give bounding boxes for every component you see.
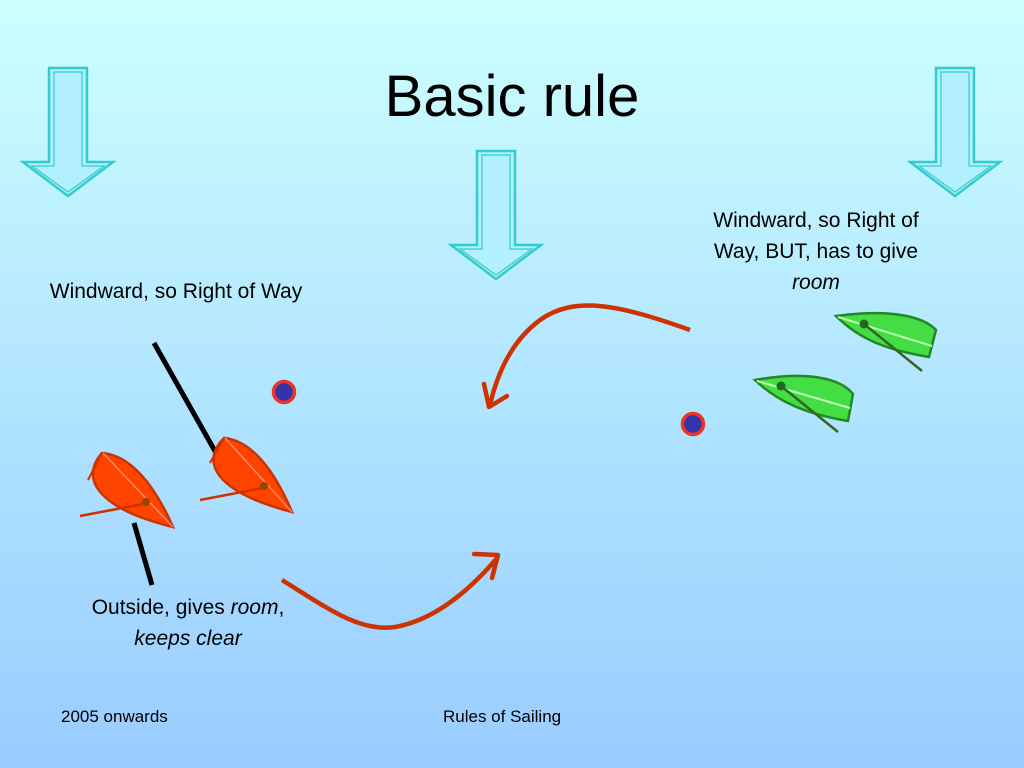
course-arrow-upper-icon: [481, 303, 691, 410]
course-arrow-lower-icon: [280, 551, 501, 630]
label-windward-text: Windward, so Right of Way: [49, 280, 303, 303]
green-boat-lower-icon: [752, 374, 855, 433]
label-room: room: [792, 271, 840, 294]
slide-title: Basic rule: [384, 64, 640, 129]
label-windward-right-of-way: Windward, so Right of Way: [46, 276, 306, 307]
mark-left-buoy: [271, 379, 297, 405]
green-boat-upper-icon: [833, 311, 938, 372]
red-boat-windward-icon: [199, 436, 295, 514]
label-outside-prefix: Outside, gives: [91, 596, 231, 619]
footer-title: Rules of Sailing: [443, 707, 562, 726]
label-line-2: Way, BUT, has to give: [713, 240, 919, 263]
pointer-line-windward: [151, 341, 223, 462]
label-outside-room: room: [230, 596, 279, 619]
mark-right-buoy: [680, 411, 706, 437]
label-line-1: Windward, so Right of: [713, 209, 919, 232]
red-boat-outside-icon: [79, 451, 176, 529]
label-outside-keeps-clear: Outside, gives room, keeps clear: [50, 592, 326, 654]
pointer-line-outside: [131, 522, 155, 586]
label-outside-comma: ,: [278, 596, 285, 619]
label-keeps-clear: keeps clear: [134, 627, 242, 650]
label-outside-line-1: Outside, gives room,: [50, 592, 326, 623]
footer-date: 2005 onwards: [61, 707, 168, 726]
label-windward-give-room: Windward, so Right of Way, BUT, has to g…: [680, 205, 952, 298]
